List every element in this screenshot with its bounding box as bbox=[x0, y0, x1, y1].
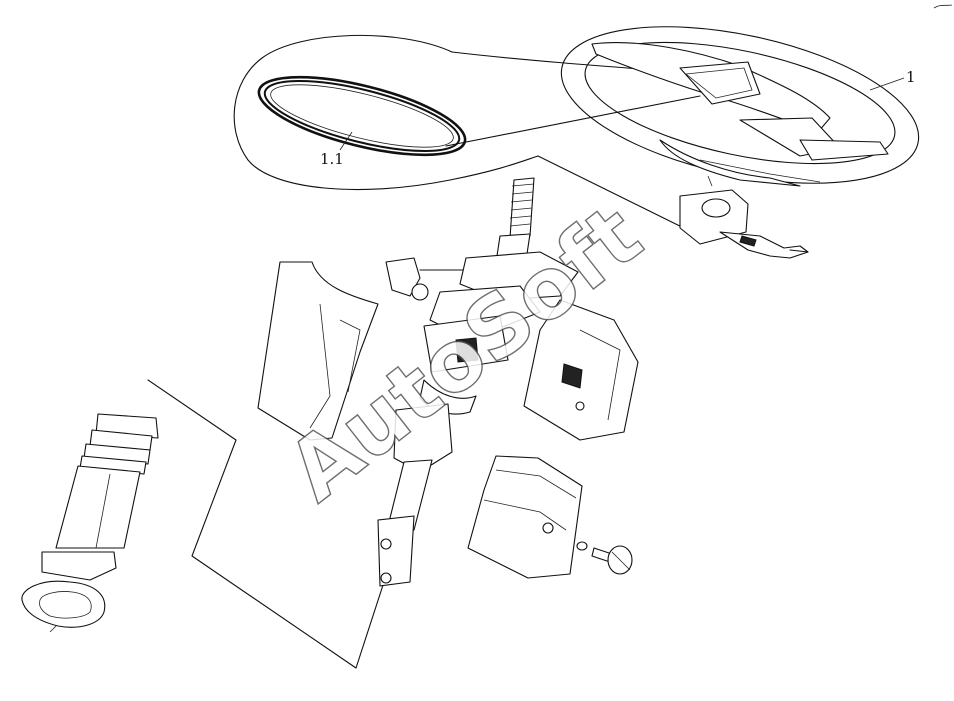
label-leader-1 bbox=[869, 77, 905, 91]
column-boot bbox=[21, 413, 159, 633]
column-shroud-lower bbox=[523, 299, 639, 441]
adjust-knob bbox=[576, 541, 633, 575]
label-wheel-emblem: 1.1 bbox=[320, 150, 344, 168]
label-steering-wheel: 1 bbox=[906, 68, 916, 86]
emblem-ring-1.1 bbox=[257, 75, 467, 157]
column-shroud-upper bbox=[257, 261, 379, 441]
combination-switch bbox=[679, 189, 809, 259]
steering-wheel bbox=[560, 26, 920, 187]
assembly-leader-lines bbox=[147, 95, 701, 669]
lower-cover-bracket bbox=[467, 455, 583, 579]
corner-mark bbox=[933, 4, 953, 9]
steering-column bbox=[377, 177, 579, 587]
emblem-detail-bubble bbox=[233, 34, 681, 191]
